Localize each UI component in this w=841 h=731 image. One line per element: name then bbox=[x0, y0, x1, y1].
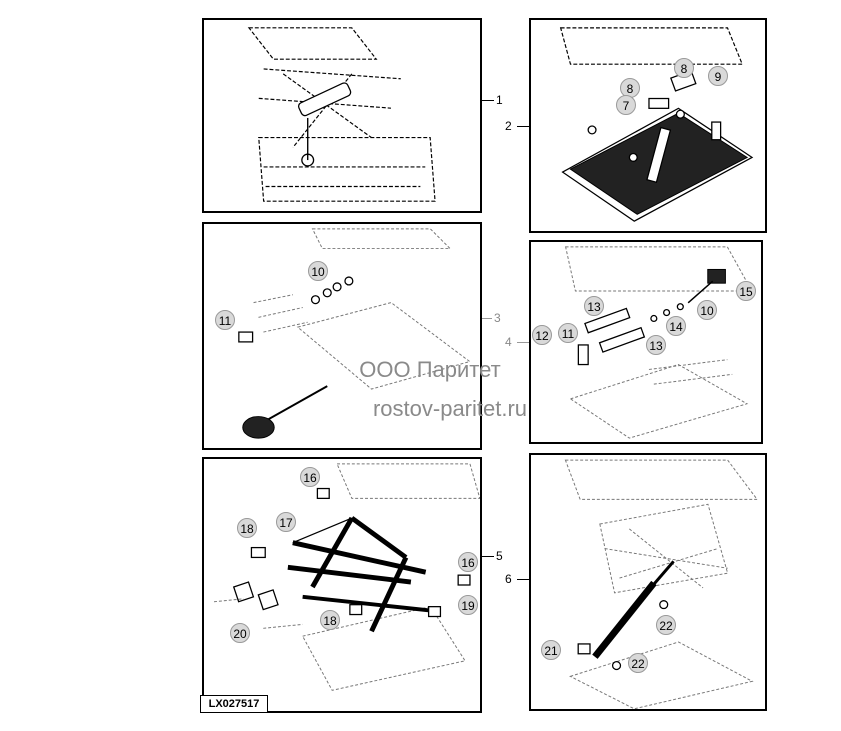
callout-18a: 18 bbox=[237, 518, 257, 538]
panel-number-6: 6 bbox=[505, 572, 512, 586]
callout-11b: 11 bbox=[558, 323, 578, 343]
callout-13b: 13 bbox=[646, 335, 666, 355]
panel-number-5: 5 bbox=[496, 549, 503, 563]
callout-15: 15 bbox=[736, 281, 756, 301]
callout-22a: 22 bbox=[656, 615, 676, 635]
callout-13a: 13 bbox=[584, 296, 604, 316]
seat-base-plate-drawing bbox=[559, 27, 754, 222]
callout-8b: 8 bbox=[674, 58, 694, 78]
leader-4 bbox=[517, 342, 529, 343]
seat-handle-spring-drawing bbox=[238, 228, 471, 439]
callout-9: 9 bbox=[708, 66, 728, 86]
callout-10b: 10 bbox=[697, 300, 717, 320]
panel-6 bbox=[529, 453, 767, 711]
panel-5 bbox=[202, 457, 482, 713]
panel-1 bbox=[202, 18, 482, 213]
seat-scissor-frame-drawing bbox=[213, 463, 480, 691]
panel-number-2: 2 bbox=[505, 119, 512, 133]
leader-2 bbox=[517, 126, 529, 127]
callout-16a: 16 bbox=[300, 467, 320, 487]
leader-1 bbox=[482, 100, 494, 101]
seat-shock-absorber-drawing bbox=[564, 459, 759, 709]
seat-gas-spring-drawing bbox=[247, 27, 436, 202]
callout-10: 10 bbox=[308, 261, 328, 281]
callout-22b: 22 bbox=[628, 653, 648, 673]
callout-16b: 16 bbox=[458, 552, 478, 572]
leader-6 bbox=[517, 579, 529, 580]
callout-20: 20 bbox=[230, 623, 250, 643]
callout-17: 17 bbox=[276, 512, 296, 532]
callout-7: 7 bbox=[616, 95, 636, 115]
callout-11: 11 bbox=[215, 310, 235, 330]
panel-3 bbox=[202, 222, 482, 450]
panel-number-1: 1 bbox=[496, 93, 503, 107]
leader-5 bbox=[482, 556, 494, 557]
callout-12: 12 bbox=[532, 325, 552, 345]
watermark-url: rostov-paritet.ru bbox=[372, 396, 528, 421]
panel-number-4: 4 bbox=[505, 335, 512, 349]
callout-14: 14 bbox=[666, 316, 686, 336]
panel-2 bbox=[529, 18, 767, 233]
callout-19: 19 bbox=[458, 595, 478, 615]
callout-18b: 18 bbox=[320, 610, 340, 630]
watermark-company: ООО Паритет bbox=[359, 357, 501, 382]
panel-number-3: 3 bbox=[494, 311, 501, 325]
part-number-label: LX027517 bbox=[200, 695, 268, 713]
leader-3 bbox=[482, 318, 492, 319]
callout-21: 21 bbox=[541, 640, 561, 660]
